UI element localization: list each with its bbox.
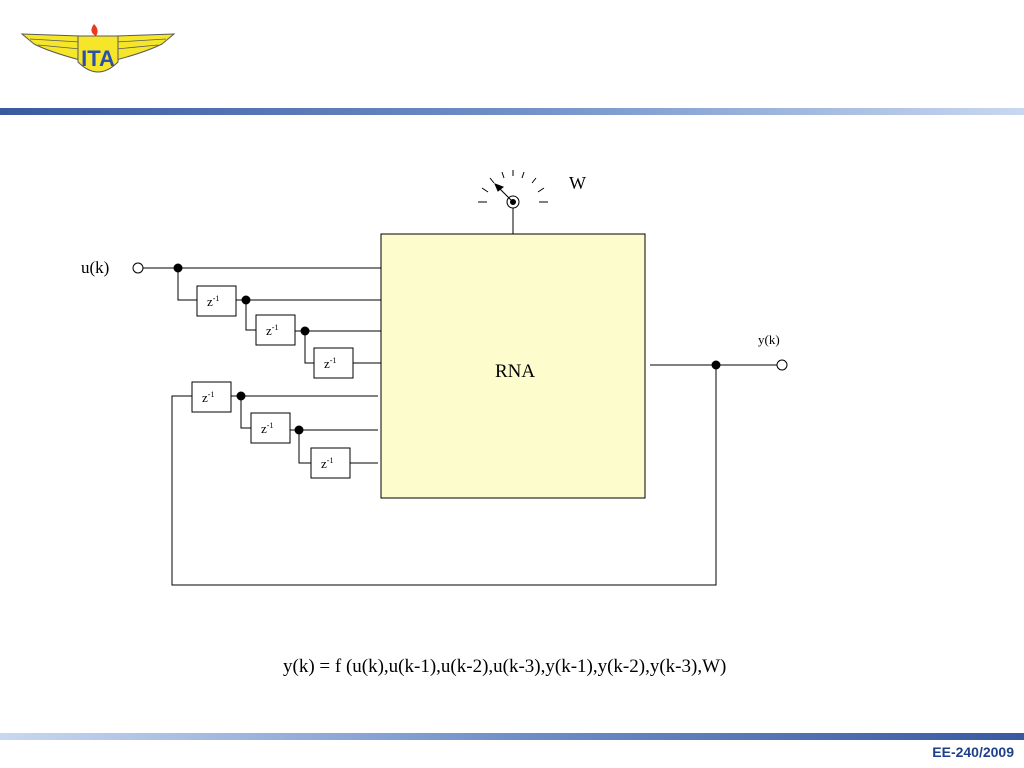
- weights-label: W: [569, 173, 586, 193]
- delay-label: z-1: [207, 294, 219, 309]
- delay-block: [191, 381, 232, 413]
- wings-icon: [20, 33, 176, 61]
- delay-label: z-1: [202, 390, 214, 405]
- delay-label: z-1: [266, 323, 278, 338]
- output-terminal: [776, 359, 788, 371]
- svg-text:z-1: z-1: [321, 456, 333, 471]
- torch-flame-icon: [91, 24, 98, 36]
- model-equation: y(k) = f (u(k),u(k-1),u(k-2),u(k-3),y(k-…: [283, 656, 727, 677]
- delay-label: z-1: [261, 421, 273, 436]
- ita-logo: ITA: [20, 24, 176, 73]
- svg-text:z-1: z-1: [324, 356, 336, 371]
- input-label: u(k): [81, 258, 109, 277]
- logo-text: ITA: [81, 46, 115, 71]
- shield-icon: [77, 35, 119, 73]
- course-label: EE-240/2009: [932, 744, 1014, 760]
- footer-divider: [0, 733, 1024, 740]
- network-block: [380, 233, 646, 499]
- header-divider: [0, 108, 1024, 115]
- weights-dial-icon: [478, 170, 548, 234]
- output-label: y(k): [758, 332, 780, 347]
- svg-text:z-1: z-1: [202, 390, 214, 405]
- input-terminal: [132, 262, 144, 274]
- delay-block: [310, 447, 351, 479]
- delay-block: [250, 412, 291, 444]
- delay-label: z-1: [324, 356, 336, 371]
- svg-text:z-1: z-1: [207, 294, 219, 309]
- delay-label: z-1: [321, 456, 333, 471]
- network-label: RNA: [495, 361, 535, 382]
- delay-block: [196, 285, 237, 317]
- delay-block: [255, 314, 296, 346]
- svg-text:z-1: z-1: [266, 323, 278, 338]
- svg-text:z-1: z-1: [261, 421, 273, 436]
- delay-block: [313, 347, 354, 379]
